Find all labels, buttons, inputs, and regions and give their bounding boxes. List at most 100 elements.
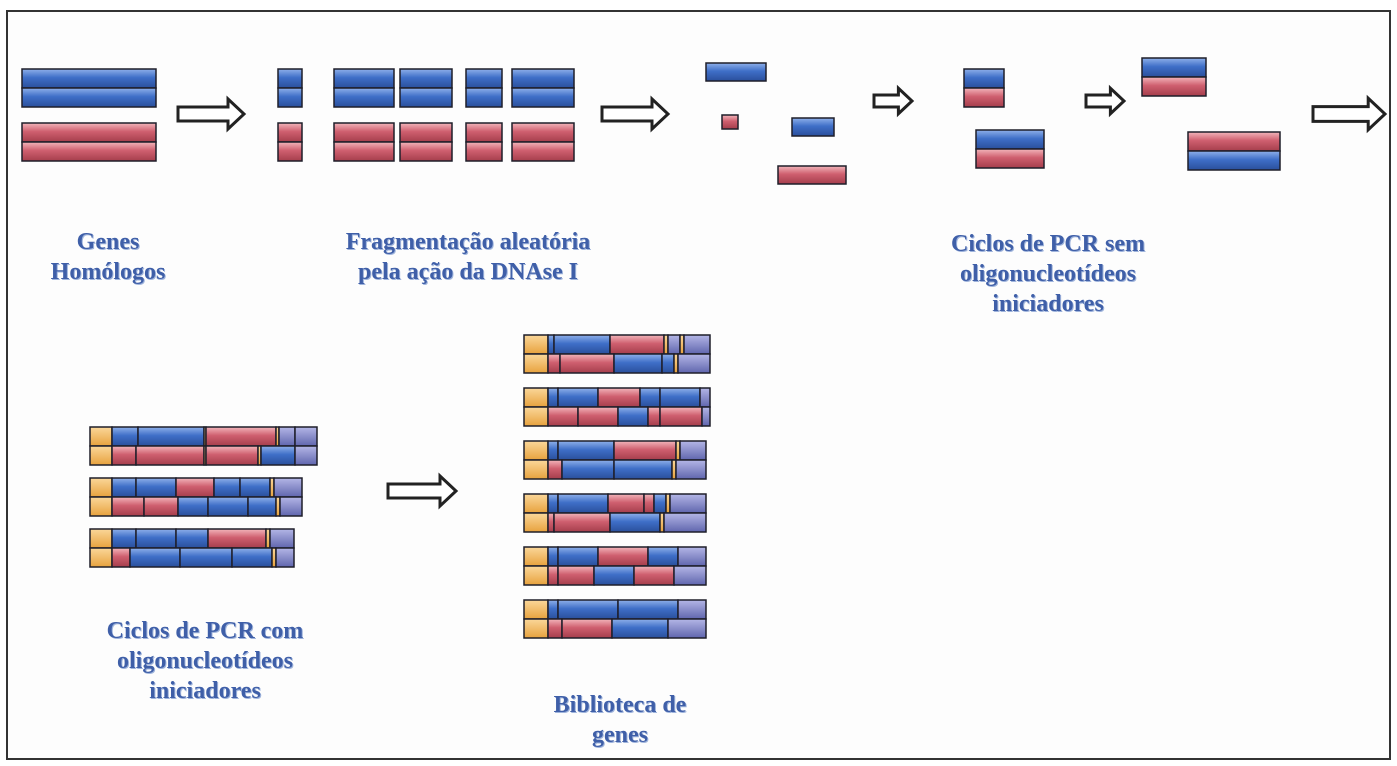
- hollow-right-arrow-icon: [1311, 94, 1388, 134]
- dna-segment: [111, 528, 137, 549]
- primer-site: [89, 477, 113, 498]
- dna-segment: [135, 477, 177, 498]
- dna-segment: [677, 353, 711, 374]
- dna-segment: [721, 114, 739, 130]
- dna-segment: [547, 599, 559, 620]
- fragment-strand: [963, 68, 1005, 89]
- primer-site: [523, 618, 549, 639]
- fragment-strand: [333, 141, 395, 162]
- dna-segment: [547, 387, 559, 408]
- dna-segment: [639, 387, 661, 408]
- dna-segment: [547, 459, 563, 480]
- dna-segment: [643, 493, 655, 514]
- dna-segment: [177, 496, 209, 517]
- primer-site: [523, 440, 549, 461]
- fragment-strand: [465, 122, 503, 143]
- label-line: Genes: [76, 229, 140, 255]
- label-line: Ciclos de PCR com: [106, 618, 304, 644]
- dna-segment: [617, 406, 649, 427]
- fragment-strand: [21, 122, 157, 143]
- dna-segment: [683, 334, 711, 355]
- label-line: Fragmentação aleatória: [345, 229, 591, 255]
- primer-site: [523, 493, 549, 514]
- dna-segment: [557, 599, 619, 620]
- fragment-strand: [21, 87, 157, 108]
- dna-segment: [279, 496, 303, 517]
- dna-segment: [547, 512, 555, 533]
- dna-segment: [213, 477, 241, 498]
- fragment-strand: [21, 68, 157, 89]
- dna-segment: [294, 445, 318, 466]
- dna-segment: [205, 445, 259, 466]
- dna-segment: [547, 334, 555, 355]
- dna-segment: [175, 477, 215, 498]
- label-line: Ciclos de PCR sem: [951, 231, 1145, 257]
- fragment-strand: [1187, 150, 1281, 171]
- dna-segment: [777, 165, 847, 185]
- dna-segment: [647, 546, 679, 567]
- dna-segment: [667, 618, 707, 639]
- primer-site: [523, 565, 549, 586]
- fragment-strand: [511, 68, 575, 89]
- dna-segment: [557, 565, 595, 586]
- dna-segment: [547, 440, 559, 461]
- fragment-strand: [1187, 131, 1281, 152]
- dna-segment: [791, 117, 835, 137]
- dna-segment: [675, 459, 707, 480]
- dna-segment: [547, 493, 559, 514]
- fragment-strand: [277, 68, 303, 89]
- dna-segment: [559, 353, 615, 374]
- dna-segment: [577, 406, 619, 427]
- dna-segment: [137, 426, 205, 447]
- dna-segment: [667, 334, 681, 355]
- dna-segment: [111, 477, 137, 498]
- dna-segment: [239, 477, 271, 498]
- dna-segment: [247, 496, 277, 517]
- dna-segment: [111, 445, 137, 466]
- primer-site: [523, 512, 549, 533]
- primer-site: [523, 406, 549, 427]
- dna-segment: [294, 426, 318, 447]
- fragment-strand: [511, 87, 575, 108]
- dna-segment: [609, 334, 665, 355]
- dna-segment: [547, 546, 559, 567]
- dna-segment: [179, 547, 233, 568]
- label-line: iniciadores: [992, 291, 1104, 317]
- primer-site: [523, 546, 549, 567]
- fragment-strand: [333, 87, 395, 108]
- fragment-strand: [1141, 57, 1207, 78]
- dna-segment: [547, 618, 563, 639]
- dna-segment: [547, 406, 579, 427]
- fragment-strand: [399, 68, 453, 89]
- dna-segment: [659, 406, 703, 427]
- dna-segment: [659, 387, 701, 408]
- dna-segment: [111, 496, 145, 517]
- fragment-strand: [511, 122, 575, 143]
- label-line: iniciadores: [149, 678, 261, 704]
- fragment-strand: [465, 68, 503, 89]
- dna-segment: [701, 406, 711, 427]
- fragment-strand: [277, 87, 303, 108]
- primer-site: [89, 528, 113, 549]
- fragment-strand: [333, 122, 395, 143]
- label-genes-homologos: Genes Homólogos: [38, 227, 178, 287]
- dna-segment: [593, 565, 635, 586]
- hollow-right-arrow-icon: [1084, 84, 1127, 118]
- dna-segment: [135, 445, 205, 466]
- dna-segment: [129, 547, 181, 568]
- fragment-strand: [277, 122, 303, 143]
- dna-segment: [557, 546, 599, 567]
- fragment-strand: [333, 68, 395, 89]
- dna-segment: [661, 353, 675, 374]
- dna-segment: [677, 546, 707, 567]
- fragment-strand: [21, 141, 157, 162]
- dna-segment: [143, 496, 179, 517]
- dna-segment: [679, 440, 707, 461]
- dna-segment: [557, 387, 599, 408]
- dna-segment: [613, 440, 677, 461]
- dna-segment: [561, 459, 615, 480]
- dna-segment: [553, 334, 611, 355]
- dna-segment: [205, 426, 277, 447]
- dna-segment: [669, 493, 707, 514]
